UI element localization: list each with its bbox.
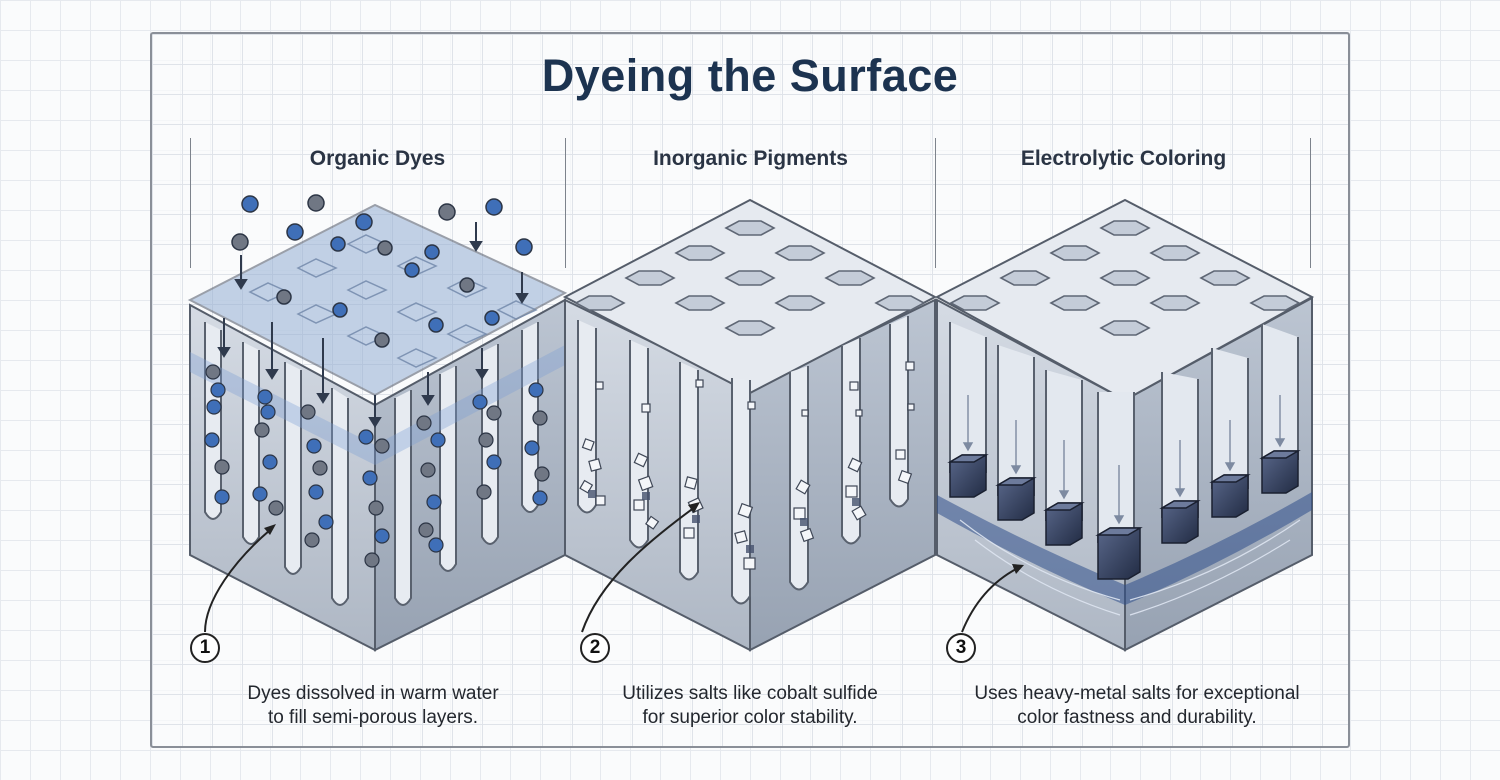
caption-inorganic-pigments: Utilizes salts like cobalt sulfide for s… xyxy=(622,683,878,728)
panel-divider xyxy=(190,138,191,268)
panel-divider xyxy=(565,138,566,268)
panel-heading-inorganic-pigments: Inorganic Pigments xyxy=(653,147,848,170)
step-number-badge-3: 3 xyxy=(946,633,976,663)
panel-heading-organic-dyes: Organic Dyes xyxy=(309,147,446,170)
panel-heading-electrolytic-coloring: Electrolytic Coloring xyxy=(1020,147,1227,170)
organic-dyes-block xyxy=(187,194,568,652)
panel-divider xyxy=(1310,138,1311,268)
step-number-badge-2: 2 xyxy=(580,633,610,663)
caption-electrolytic-coloring: Uses heavy-metal salts for exceptional c… xyxy=(974,683,1300,728)
page-title: Dyeing the Surface xyxy=(541,50,959,101)
electrolytic-coloring-block xyxy=(934,198,1315,652)
inorganic-pigments-block xyxy=(562,198,938,652)
step-number-badge-1: 1 xyxy=(190,633,220,663)
caption-organic-dyes: Dyes dissolved in warm water to fill sem… xyxy=(247,683,499,728)
panel-divider xyxy=(935,138,936,268)
